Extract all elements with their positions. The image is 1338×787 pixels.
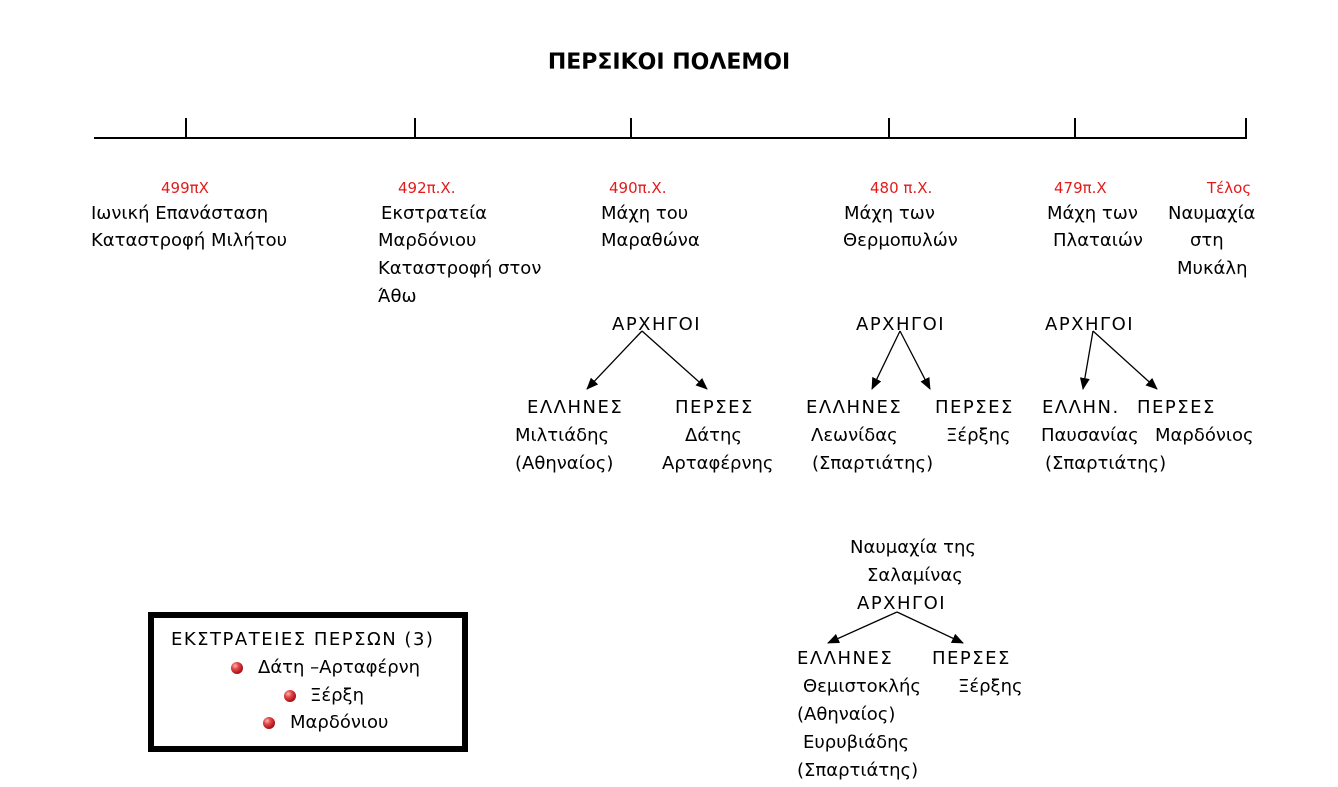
event-line: Εκστρατεία <box>381 203 488 224</box>
event-line: Άθω <box>378 286 417 307</box>
greeks-label: ΕΛΛΗΝΕΣ <box>797 648 894 669</box>
event-line: Ιωνική Επανάσταση <box>91 203 269 224</box>
greeks-label: ΕΛΛΗΝ. <box>1042 397 1120 418</box>
arrow-salamis-persians <box>896 611 964 644</box>
persian-leader: Αρταφέρνης <box>662 453 774 474</box>
persians-label: ΠΕΡΣΕΣ <box>675 397 754 418</box>
event-line: Μαραθώνα <box>601 230 700 251</box>
page-title: ΠΕΡΣΙΚΟΙ ΠΟΛΕΜΟΙ <box>547 50 791 75</box>
greek-leader: Μιλτιάδης <box>515 425 610 446</box>
greek-leader: (Αθηναίος) <box>797 704 896 725</box>
greek-leader: (Αθηναίος) <box>515 453 614 474</box>
campaigns-title: ΕΚΣΤΡΑΤΕΙΕΣ ΠΕΡΣΩΝ (3) <box>171 629 435 650</box>
campaign-item: Ξέρξη <box>310 685 364 706</box>
bullet-icon <box>284 690 296 702</box>
leaders-heading: ΑΡΧΗΓΟΙ <box>856 314 946 335</box>
persians-label: ΠΕΡΣΕΣ <box>935 397 1014 418</box>
event-line: Μυκάλη <box>1177 258 1248 279</box>
event-line: Πλαταιών <box>1053 230 1143 251</box>
persian-leader: Ξέρξης <box>946 425 1011 446</box>
greek-leader: Θεμιστοκλής <box>803 676 921 697</box>
arrow-thermopylae-greeks <box>871 330 901 390</box>
greeks-label: ΕΛΛΗΝΕΣ <box>806 397 903 418</box>
event-line: Καταστροφή στον <box>378 258 542 279</box>
persian-leader: Ξέρξης <box>958 676 1023 697</box>
timeline-date: 499πΧ <box>161 179 209 197</box>
leaders-heading: ΑΡΧΗΓΟΙ <box>857 593 947 614</box>
greek-leader: (Σπαρτιάτης) <box>797 760 919 781</box>
timeline-date: Τέλος <box>1207 179 1252 197</box>
arrow-plataea-persians <box>1092 330 1158 390</box>
persian-leader: Δάτης <box>685 425 742 446</box>
leaders-heading: ΑΡΧΗΓΟΙ <box>612 314 702 335</box>
event-line: Μαρδόνιου <box>378 230 477 251</box>
timeline-date: 479π.Χ <box>1054 179 1107 197</box>
arrow-marathon-greeks <box>586 330 643 390</box>
persians-label: ΠΕΡΣΕΣ <box>932 648 1011 669</box>
bullet-icon <box>263 717 275 729</box>
greek-leader: (Σπαρτιάτης) <box>1045 453 1167 474</box>
salamis-title: Ναυμαχία της <box>850 537 976 558</box>
campaign-item: Μαρδόνιου <box>290 712 389 733</box>
event-line: στη <box>1190 230 1224 251</box>
persians-label: ΠΕΡΣΕΣ <box>1137 397 1216 418</box>
greek-leader: Λεωνίδας <box>811 425 898 446</box>
salamis-title: Σαλαμίνας <box>867 565 963 586</box>
event-line: Καταστροφή Μιλήτου <box>91 230 288 251</box>
persian-leader: Μαρδόνιος <box>1155 425 1254 446</box>
event-line: Μάχη των <box>844 203 935 224</box>
arrow-marathon-persians <box>641 330 708 390</box>
campaign-item: Δάτη –Αρταφέρνη <box>258 657 421 678</box>
event-line: Μάχη των <box>1047 203 1138 224</box>
timeline-date: 480 π.Χ. <box>870 179 933 197</box>
leaders-heading: ΑΡΧΗΓΟΙ <box>1045 314 1135 335</box>
arrow-plataea-greeks <box>1079 330 1094 390</box>
greek-leader: Παυσανίας <box>1041 425 1139 446</box>
bullet-icon <box>231 662 243 674</box>
arrow-salamis-greeks <box>827 611 898 644</box>
greek-leader: Ευρυβιάδης <box>803 732 910 753</box>
event-line: Ναυμαχία <box>1168 203 1256 224</box>
greeks-label: ΕΛΛΗΝΕΣ <box>527 397 624 418</box>
arrow-thermopylae-persians <box>899 330 931 390</box>
event-line: Θερμοπυλών <box>843 230 958 251</box>
timeline-date: 492π.Χ. <box>398 179 456 197</box>
greek-leader: (Σπαρτιάτης) <box>812 453 934 474</box>
event-line: Μάχη του <box>601 203 689 224</box>
timeline-date: 490π.Χ. <box>609 179 667 197</box>
campaigns-box: ΕΚΣΤΡΑΤΕΙΕΣ ΠΕΡΣΩΝ (3) Δάτη –Αρταφέρνη Ξ… <box>148 612 468 752</box>
